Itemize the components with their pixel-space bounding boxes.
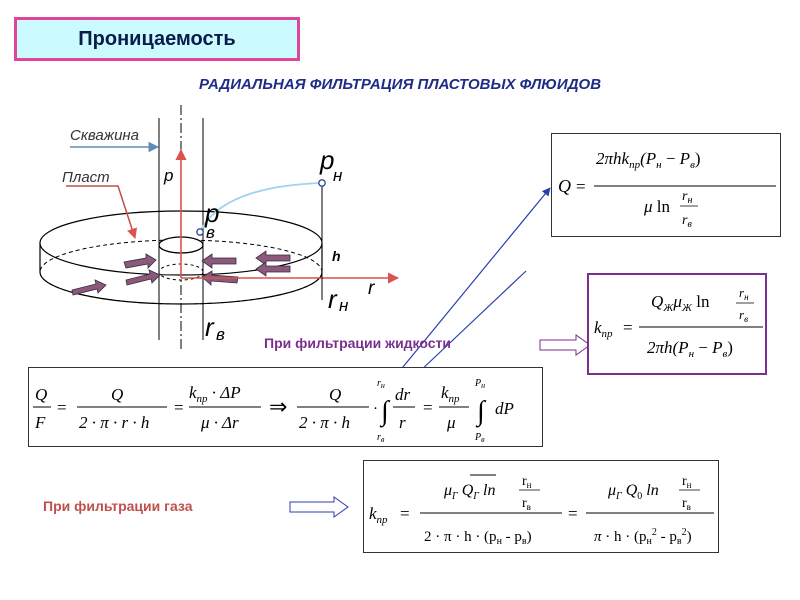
liquid-arrow: [539, 334, 591, 356]
svg-text:Q: Q: [329, 385, 341, 404]
svg-text:r: r: [205, 312, 215, 342]
svg-text:Pв: Pв: [474, 432, 485, 444]
svg-text:∫: ∫: [379, 396, 391, 428]
pn-point: [318, 179, 326, 187]
gas-arrow: [289, 496, 349, 518]
svg-text:rв: rв: [522, 496, 531, 512]
page-subtitle: РАДИАЛЬНАЯ ФИЛЬТРАЦИЯ ПЛАСТОВЫХ ФЛЮИДОВ: [198, 76, 602, 93]
svg-text:=: =: [623, 318, 633, 337]
svg-text:rв: rв: [377, 432, 385, 444]
layer-pointer: [66, 185, 138, 239]
svg-text:dr: dr: [395, 385, 411, 404]
pv-label: p в: [204, 198, 219, 242]
svg-text:μГ QГ ln: μГ QГ ln: [443, 482, 495, 502]
svg-text:QЖμЖ ln: QЖμЖ ln: [651, 292, 710, 314]
svg-text:rн: rн: [682, 474, 692, 490]
formula-gas: kпр = μГ QГ ln rн rв 2 · π · h · (pн - p…: [363, 460, 719, 553]
svg-text:μ ln: μ ln: [643, 197, 671, 216]
formula-liquid: kпр = QЖμЖ ln rн rв 2πh(Pн − Pв): [587, 273, 767, 375]
svg-text:·: ·: [373, 401, 378, 417]
svg-text:н: н: [333, 166, 343, 185]
pointer-line-2: [417, 270, 527, 374]
r-axis-label: r: [368, 278, 375, 299]
svg-text:∫: ∫: [475, 396, 487, 428]
svg-text:Pн: Pн: [474, 378, 485, 390]
svg-text:в: в: [206, 223, 215, 242]
svg-text:⇒: ⇒: [269, 394, 287, 419]
svg-text:F: F: [34, 413, 46, 432]
formula-derivation: Q F = Q 2 · π · r · h = kпр · ΔP μ · Δr …: [28, 367, 543, 447]
page-title-box: Проницаемость: [14, 17, 300, 61]
svg-text:2πhkпр(Pн − Pв): 2πhkпр(Pн − Pв): [596, 149, 701, 171]
svg-text:μГ Q0 ln: μГ Q0 ln: [607, 482, 659, 502]
svg-text:в: в: [216, 325, 225, 344]
svg-text:Q: Q: [35, 385, 47, 404]
pn-label: p н: [319, 145, 343, 185]
pv-point: [196, 228, 204, 236]
svg-text:=: =: [57, 398, 67, 417]
svg-text:kпр: kпр: [594, 318, 613, 340]
svg-text:rв: rв: [682, 213, 692, 230]
svg-text:Q: Q: [111, 385, 123, 404]
svg-text:p: p: [319, 145, 334, 175]
svg-text:rн: rн: [377, 378, 385, 390]
pressure-curve: [199, 182, 323, 233]
svg-text:rв: rв: [682, 496, 691, 512]
rv-label: r в: [205, 312, 225, 344]
rn-label: r н: [328, 284, 349, 315]
svg-text:kпр: kпр: [441, 383, 460, 405]
svg-text:2 · π · r · h: 2 · π · r · h: [79, 413, 149, 432]
liquid-label: При фильтрации жидкости: [264, 335, 451, 351]
svg-text:=: =: [400, 504, 410, 523]
page-title: Проницаемость: [78, 27, 236, 50]
svg-text:π · h · (pн2 - pв2): π · h · (pн2 - pв2): [594, 527, 692, 547]
svg-text:rн: rн: [682, 189, 692, 206]
svg-text:rн: rн: [522, 474, 532, 490]
well-label: Скважина: [70, 127, 139, 144]
svg-text:r: r: [328, 284, 338, 314]
svg-text:rв: rв: [739, 307, 748, 324]
svg-text:2πh(Pн − Pв): 2πh(Pн − Pв): [647, 338, 733, 360]
svg-text:dP: dP: [495, 399, 514, 418]
svg-text:=: =: [423, 398, 433, 417]
svg-text:=: =: [174, 398, 184, 417]
svg-text:2 · π · h · (pн - pв): 2 · π · h · (pн - pв): [424, 529, 532, 547]
svg-text:2 · π · h: 2 · π · h: [299, 413, 350, 432]
layer-label: Пласт: [62, 169, 110, 186]
svg-text:μ · Δr: μ · Δr: [200, 413, 239, 432]
svg-text:=: =: [576, 177, 586, 196]
svg-text:н: н: [339, 296, 349, 315]
p-axis-label: p: [163, 166, 173, 185]
svg-text:kпр: kпр: [369, 504, 388, 526]
pointer-to-main-formula: [397, 187, 551, 374]
h-label: h: [332, 248, 341, 264]
svg-text:=: =: [568, 504, 578, 523]
svg-text:r: r: [399, 413, 406, 432]
svg-text:p: p: [204, 198, 219, 228]
svg-text:kпр · ΔP: kпр · ΔP: [189, 383, 241, 405]
gas-label: При фильтрации газа: [43, 498, 193, 514]
svg-text:μ: μ: [446, 413, 456, 432]
formula-main: Q = 2πhkпр(Pн − Pв) μ ln rн rв: [551, 133, 781, 237]
svg-text:Q: Q: [558, 176, 571, 196]
svg-text:rн: rн: [739, 285, 749, 302]
